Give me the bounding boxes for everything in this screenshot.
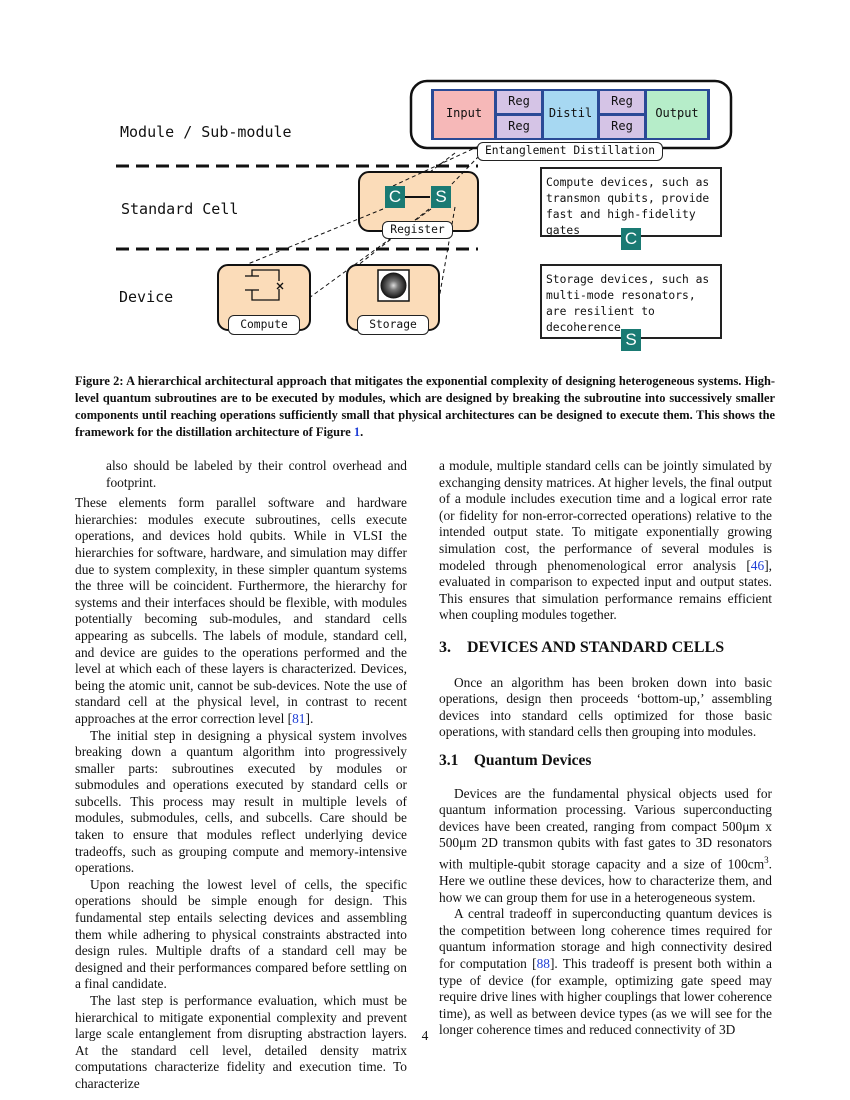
left-paragraph-4: The last step is performance evaluation,… [75, 993, 407, 1091]
cell-tag-register: Register [382, 221, 453, 239]
reg-label-bottom-left: Reg [508, 119, 530, 133]
left-paragraph-3: Upon reaching the lowest level of cells,… [75, 876, 407, 992]
ref-88-link[interactable]: 88 [536, 955, 550, 971]
right-paragraph-1: Once an algorithm has been broken down i… [439, 674, 772, 740]
caption-end: . [360, 425, 364, 439]
output-label: Output [655, 106, 699, 120]
distil-block [544, 91, 597, 138]
figure-caption: Figure 2: A hierarchical architectural a… [75, 373, 775, 441]
section-heading-3: 3. DEVICES AND STANDARD CELLS [439, 638, 725, 656]
left-paragraph-0: also should be labeled by their control … [106, 458, 407, 490]
reg-label-top-right: Reg [611, 94, 633, 108]
left-paragraph-1-end: ]. [305, 710, 314, 726]
caption-text: Figure 2: A hierarchical architectural a… [75, 374, 775, 439]
layer-label-standard-cell: Standard Cell [121, 200, 239, 218]
right-paragraph-0-end: ], evaluated in comparison to expected i… [439, 557, 772, 623]
right-column: a module, multiple standard cells can be… [439, 458, 772, 1039]
device-tag-storage: Storage [357, 315, 429, 335]
right-paragraph-3: A central tradeoff in superconducting qu… [439, 906, 772, 1039]
page-number: 4 [421, 1028, 429, 1043]
cell-storage-badge: S [431, 186, 451, 208]
layer-label-device: Device [119, 288, 174, 306]
reg-block-bottom-right [600, 116, 644, 138]
device-tag-compute: Compute [228, 315, 300, 335]
cell-compute-badge: C [385, 186, 405, 208]
module-tag-entanglement-distillation: Entanglement Distillation [477, 142, 663, 161]
figure-2: Module / Sub-module Standard Cell Device… [0, 0, 850, 360]
left-paragraph-1-text: These elements form parallel software an… [75, 495, 407, 726]
right-paragraph-0: a module, multiple standard cells can be… [439, 458, 772, 624]
hierarchy-diagram [116, 79, 733, 331]
compute-callout-badge: C [621, 228, 641, 250]
compute-callout: Compute devices, such as transmon qubits… [540, 167, 722, 237]
storage-callout: Storage devices, such as multi-mode reso… [540, 264, 722, 339]
left-paragraph-2: The initial step in designing a physical… [75, 727, 407, 876]
right-paragraph-2-text: Devices are the fundamental physical obj… [439, 785, 772, 872]
reg-label-top-left: Reg [508, 94, 530, 108]
right-paragraph-0-text: a module, multiple standard cells can be… [439, 458, 772, 573]
ref-46-link[interactable]: 46 [750, 557, 765, 573]
resonator-icon [377, 269, 410, 302]
reg-block-bottom-left [497, 116, 541, 138]
distil-label: Distil [548, 106, 593, 120]
compute-callout-text: Compute devices, such as transmon qubits… [546, 176, 710, 237]
left-column: also should be labeled by their control … [75, 458, 407, 1093]
left-paragraph-1: These elements form parallel software an… [75, 495, 407, 727]
layer-label-module: Module / Sub-module [120, 123, 292, 141]
input-label: Input [445, 106, 483, 120]
reg-label-bottom-right: Reg [611, 119, 633, 133]
caption-figure-link[interactable]: 1 [353, 425, 361, 439]
reg-block-top-right [600, 91, 644, 113]
right-paragraph-2-end: . Here we outline these devices, how to … [439, 856, 772, 905]
input-block [434, 91, 494, 138]
right-paragraph-3-text: A central tradeoff in superconducting qu… [439, 906, 772, 971]
right-paragraph-3-end: ]. This tradeoff is present both within … [439, 955, 772, 1038]
cubic-superscript: 3 [764, 854, 769, 865]
reg-block-top-left [497, 91, 541, 113]
output-block [647, 91, 707, 138]
right-paragraph-2: Devices are the fundamental physical obj… [439, 786, 772, 907]
subsection-heading-3-1: 3.1 Quantum Devices [439, 751, 592, 769]
transmon-circuit-icon [245, 269, 284, 301]
storage-callout-text: Storage devices, such as multi-mode reso… [546, 273, 710, 334]
ref-81-link[interactable]: 81 [292, 710, 306, 726]
storage-callout-badge: S [621, 329, 641, 351]
